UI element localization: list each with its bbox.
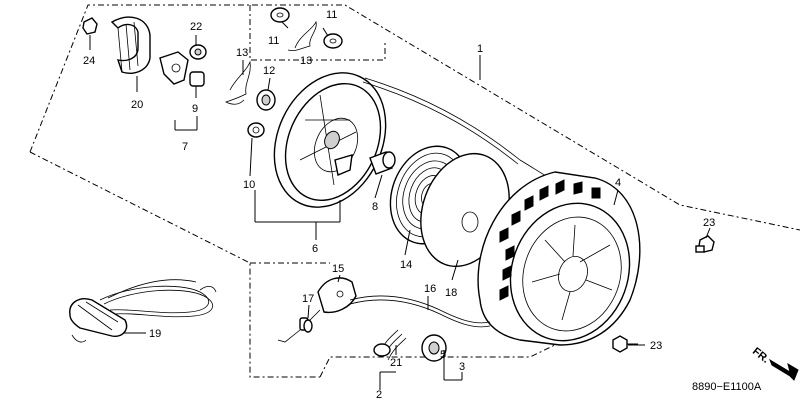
fr-label: FR. <box>750 345 771 365</box>
bolt-23-right <box>695 235 715 253</box>
part-24-nut <box>82 17 98 35</box>
part-8-bushing <box>369 151 396 175</box>
label-3: 3 <box>459 361 465 373</box>
label-19: 19 <box>149 328 161 340</box>
label-13b: 13 <box>300 55 312 67</box>
reference-code: 8890−E1100A <box>692 381 762 393</box>
part-5-guide <box>421 334 447 362</box>
label-23a: 23 <box>703 217 715 229</box>
part-12-washer <box>256 89 276 111</box>
label-1: 1 <box>477 43 483 55</box>
label-5: 5 <box>440 349 446 361</box>
part-7-ratchet-assembly <box>159 44 207 87</box>
label-21: 21 <box>390 357 402 369</box>
bolt-23-bottom <box>612 335 638 353</box>
front-direction-arrow: FR. <box>750 345 799 381</box>
label-2: 2 <box>376 389 382 400</box>
part-21-spring <box>373 329 407 361</box>
callouts: 1 2 3 4 5 6 7 8 9 10 11 11 12 13 13 14 1… <box>83 9 715 400</box>
label-23b: 23 <box>650 340 662 352</box>
reel-pulley <box>273 72 387 208</box>
label-13a: 13 <box>236 47 248 59</box>
label-24: 24 <box>83 55 95 67</box>
label-20: 20 <box>131 99 143 111</box>
label-11a: 11 <box>268 35 279 47</box>
part-10-collar <box>247 122 265 138</box>
part-20-cover-clip <box>110 16 151 74</box>
part-15-handle <box>317 277 357 314</box>
label-18: 18 <box>445 287 457 299</box>
label-17: 17 <box>302 293 314 305</box>
part-17-pin <box>299 317 313 333</box>
label-14: 14 <box>400 259 412 271</box>
part-19-grip-rope <box>69 279 217 343</box>
part-4-starter-case <box>477 171 641 346</box>
label-6: 6 <box>312 243 318 255</box>
label-8: 8 <box>372 201 378 213</box>
label-22: 22 <box>190 21 202 33</box>
label-16: 16 <box>424 283 436 295</box>
leader-lines <box>89 21 711 390</box>
label-12: 12 <box>263 65 275 77</box>
label-10: 10 <box>243 179 255 191</box>
label-11b: 11 <box>326 9 337 21</box>
label-7: 7 <box>182 141 188 153</box>
case-vent-slots <box>499 179 601 301</box>
label-9: 9 <box>192 103 198 115</box>
part-13-spring <box>224 60 251 105</box>
label-4: 4 <box>615 177 621 189</box>
label-15: 15 <box>332 263 344 275</box>
part-11-13-upper <box>270 7 343 51</box>
